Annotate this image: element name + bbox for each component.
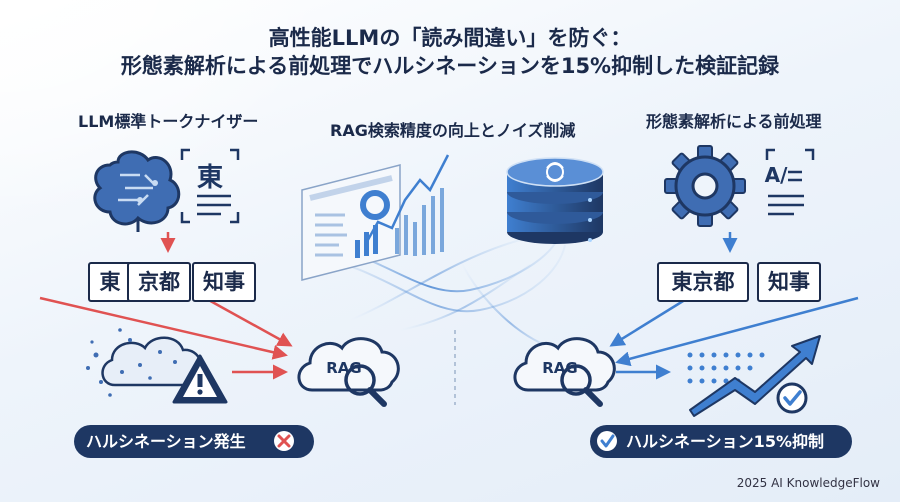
success-check-icon <box>597 431 617 451</box>
token-right-1: 東京都 <box>657 262 749 302</box>
document-char: 東 <box>197 163 223 193</box>
token-left-1: 東 <box>88 262 132 302</box>
result-right-text: ハルシネーション15%抑制 <box>626 432 824 451</box>
text-analysis-icon <box>765 148 815 216</box>
token-left-3: 知事 <box>192 262 256 302</box>
analytics-dashboard-icon <box>301 154 450 281</box>
left-red-arrows <box>39 296 293 380</box>
title-line-1: 高性能LLMの「読み間違い」を防ぐ： <box>268 26 632 50</box>
result-left-text: ハルシネーション発生 <box>86 432 246 451</box>
right-blue-arrows <box>609 296 859 380</box>
magnifier-icon-right <box>560 364 603 407</box>
token-right-2: 知事 <box>757 262 821 302</box>
ai-logo-icon <box>546 162 564 182</box>
rising-trend-arrow <box>689 335 821 417</box>
server-stack-icon <box>506 157 604 244</box>
result-pill-left: ハルシネーション発生 <box>74 425 314 458</box>
footer-credit: 2025 AI KnowledgeFlow <box>736 476 880 490</box>
document-scan-icon <box>180 148 240 224</box>
warning-icon <box>172 354 228 404</box>
center-heading: RAG検索精度の向上とノイズ削減 <box>330 121 576 140</box>
brain-icon <box>93 150 181 232</box>
token-left-2: 京都 <box>127 262 191 302</box>
left-heading: LLM標準トークナイザー <box>78 112 259 131</box>
rag-label-left: RAG <box>326 359 361 377</box>
right-heading: 形態素解析による前処理 <box>646 112 822 131</box>
rag-label-right: RAG <box>542 359 577 377</box>
title-line-2: 形態素解析による前処理でハルシネーションを15%抑制した検証記録 <box>120 54 780 78</box>
error-x-icon <box>274 431 294 451</box>
gear-icon <box>664 145 746 227</box>
magnifier-icon-left <box>344 364 387 407</box>
check-badge-icon <box>776 382 808 414</box>
result-pill-right: ハルシネーション15%抑制 <box>590 425 852 458</box>
organized-data-dots <box>687 352 765 384</box>
analysis-text-glyph: A/ <box>765 163 788 187</box>
